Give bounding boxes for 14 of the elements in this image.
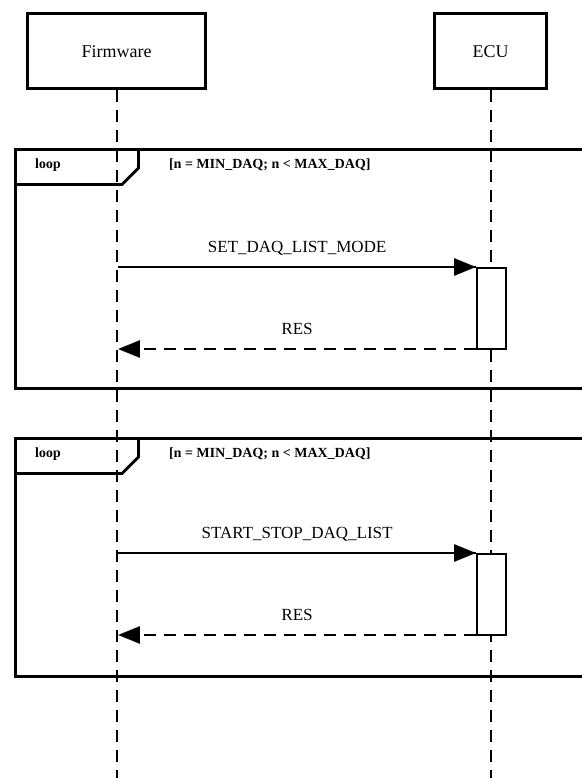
loop-frame [14,148,582,390]
return-message-arrow [118,626,476,644]
guard-condition: [n = MIN_DAQ; n < MAX_DAQ] [169,446,370,462]
activation-bar [476,553,507,636]
frame-operator: loop [35,446,61,462]
activation-bar [476,267,507,350]
participant-box: Firmware [26,12,207,90]
participant-box: ECU [433,12,548,90]
return-message-arrow [118,340,476,358]
frame-operator: loop [35,157,61,173]
loop-frame [14,437,582,678]
message-arrow [118,258,476,276]
guard-condition: [n = MIN_DAQ; n < MAX_DAQ] [169,157,370,173]
message-arrow [118,544,476,562]
